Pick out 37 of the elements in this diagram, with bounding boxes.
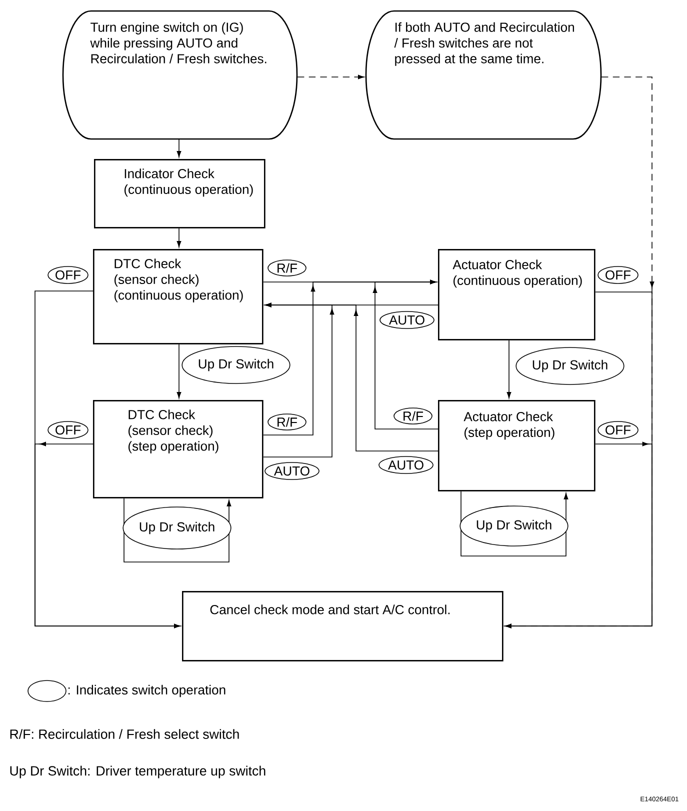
edge-label: R/F bbox=[394, 408, 432, 424]
edge-label: OFF bbox=[48, 421, 88, 439]
edge-label: AUTO bbox=[264, 462, 320, 480]
process-box: DTC Check (sensor check) (step operation) bbox=[93, 400, 264, 498]
arrow bbox=[262, 302, 334, 458]
process-box: DTC Check (sensor check) (continuous operation) bbox=[93, 249, 264, 344]
edge-label: AUTO bbox=[380, 311, 434, 329]
loop-arrow bbox=[124, 498, 232, 562]
note-text: R/F: Recirculation / Fresh select switch bbox=[10, 729, 239, 739]
process-box: Indicator Check (continuous operation) bbox=[94, 159, 266, 228]
process-box: Actuator Check (step operation) bbox=[438, 400, 596, 492]
note-text: Up Dr Switch: Driver temperature up switch bbox=[10, 766, 266, 778]
edge-label: Up Dr Switch bbox=[122, 506, 232, 550]
edge-label: OFF bbox=[48, 266, 88, 284]
edge-label: AUTO bbox=[378, 456, 434, 474]
arrow bbox=[176, 139, 182, 158]
terminal-box: If both AUTO and Recirculation / Fresh switches are not pressed at the same time. bbox=[365, 10, 602, 140]
terminal-box: Turn engine switch on (IG) while pressing AUTO and Recirculation / Fresh switches. bbox=[62, 10, 298, 140]
edge-label: Up Dr Switch bbox=[182, 346, 290, 384]
edge-label: Up Dr Switch bbox=[460, 506, 568, 546]
arrow bbox=[34, 442, 180, 628]
dashed-arrow bbox=[504, 76, 654, 628]
process-box: Cancel check mode and start A/C control. bbox=[182, 591, 504, 662]
edge-label: OFF bbox=[598, 421, 638, 439]
process-box: Actuator Check (continuous operation) bbox=[438, 249, 596, 340]
arrow bbox=[506, 340, 512, 398]
loop-arrow bbox=[460, 490, 568, 556]
arrow bbox=[176, 344, 182, 398]
arrow bbox=[264, 302, 438, 452]
arrow bbox=[372, 280, 438, 430]
edge-label: R/F bbox=[268, 414, 306, 430]
edge-label: Up Dr Switch bbox=[516, 347, 624, 385]
dashed-arrow bbox=[297, 74, 364, 80]
edge-label: R/F bbox=[268, 260, 306, 276]
legend-text: : Indicates switch operation bbox=[68, 684, 226, 698]
arrow bbox=[176, 228, 182, 248]
edge-label: OFF bbox=[598, 266, 638, 284]
